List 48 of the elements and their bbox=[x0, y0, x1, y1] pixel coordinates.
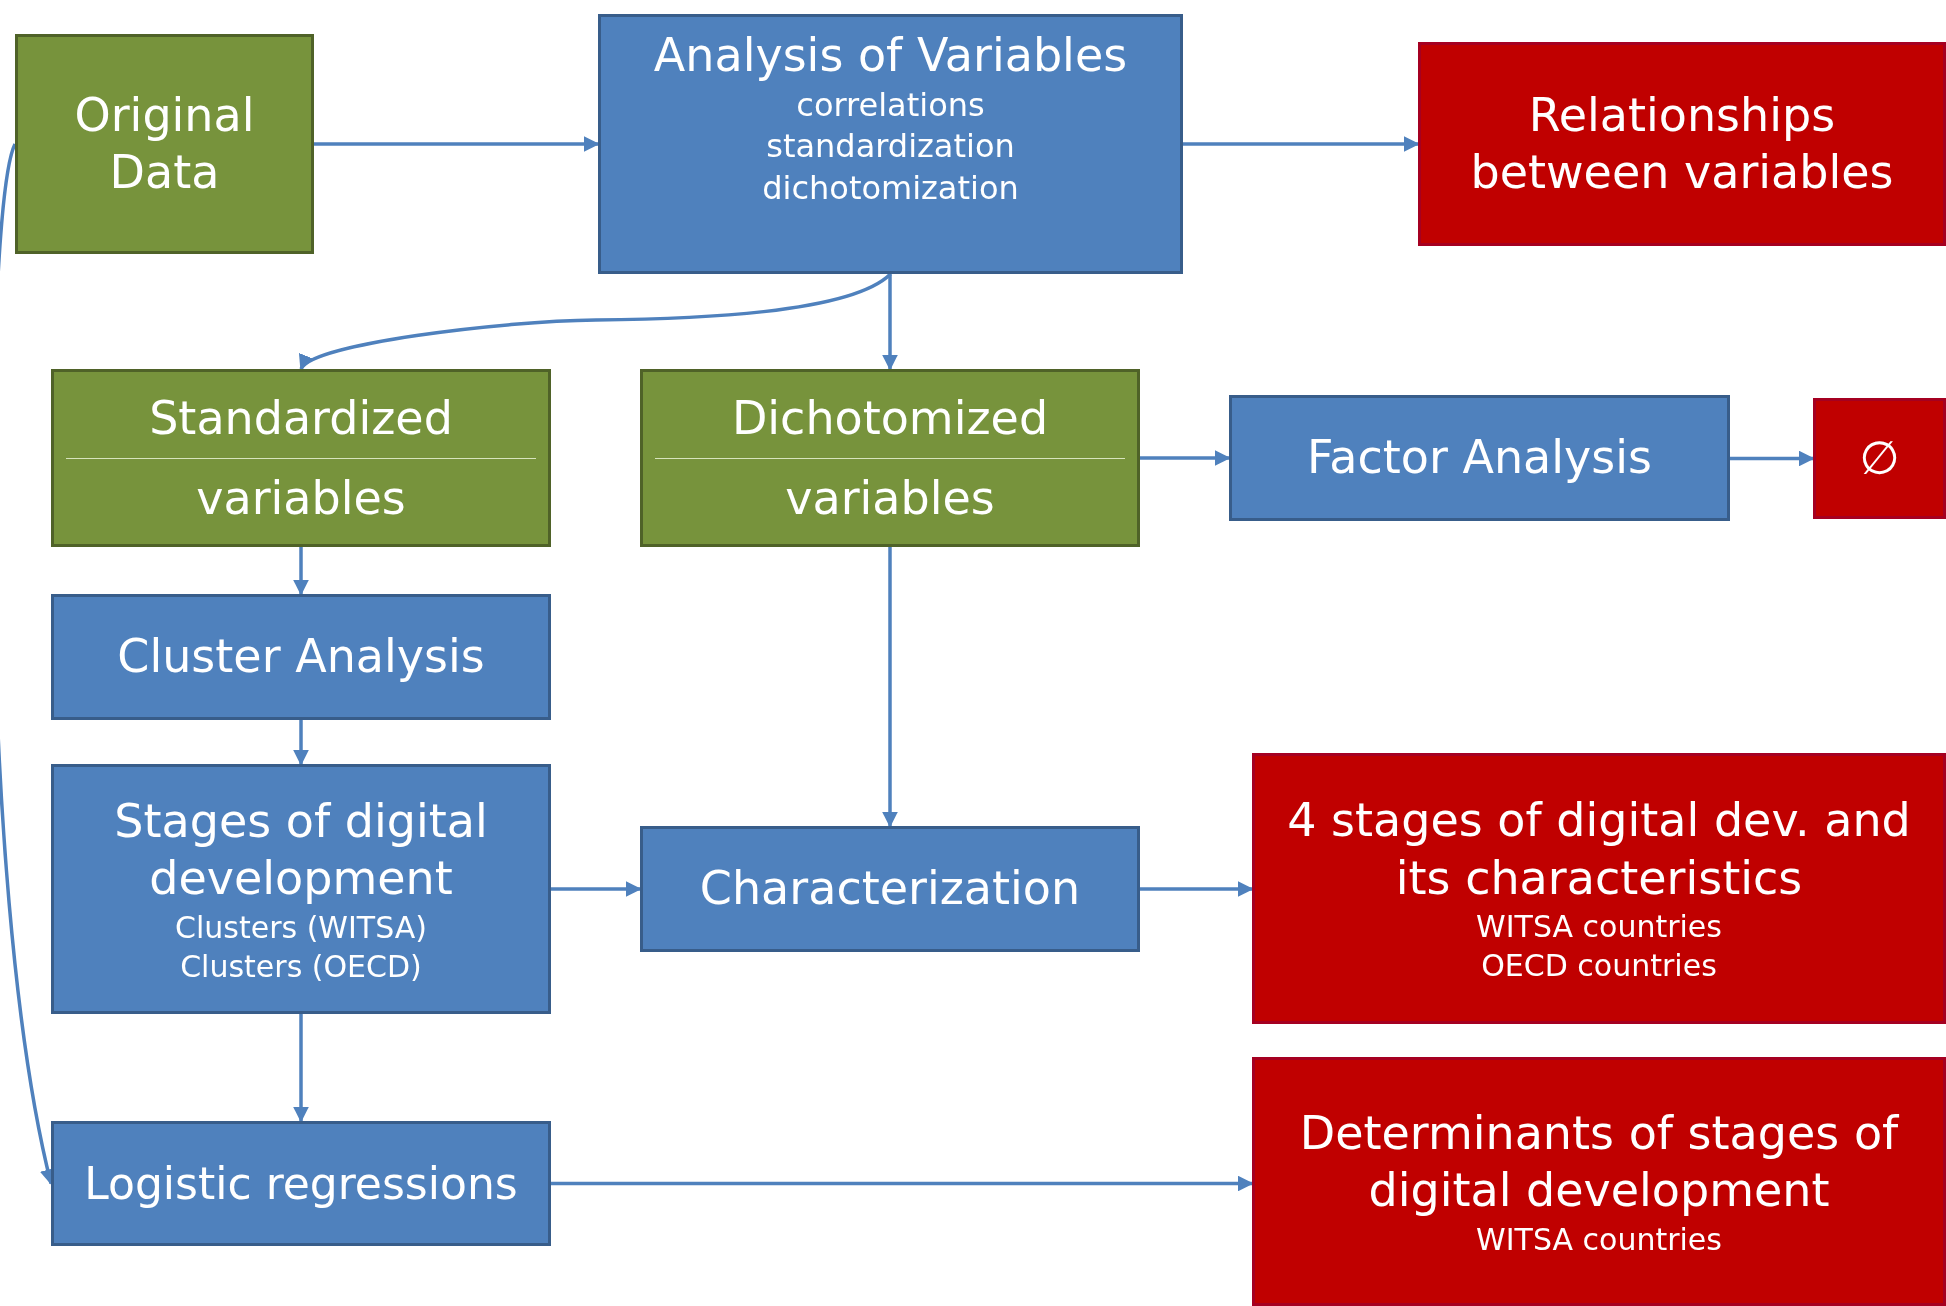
process-box bbox=[1813, 398, 1946, 519]
box-text: dichotomization bbox=[762, 167, 1019, 209]
arrow bbox=[293, 1014, 309, 1123]
box-text: standardization bbox=[766, 126, 1015, 168]
box-text: correlations bbox=[796, 84, 985, 126]
arrow bbox=[1730, 450, 1815, 467]
box-text: variables bbox=[196, 471, 406, 526]
process-box bbox=[1252, 753, 1946, 1024]
box-heading: Determinants of stages of digital development bbox=[1298, 1104, 1900, 1219]
box-text: variables bbox=[785, 471, 995, 526]
box-text: Clusters (OECD) bbox=[180, 947, 422, 986]
box-text: OECD countries bbox=[1481, 947, 1717, 985]
box-heading: 4 stages of digital dev. and its characteristics bbox=[1286, 792, 1912, 907]
box-heading: Factor Analysis bbox=[1307, 429, 1652, 487]
arrow bbox=[1183, 136, 1420, 152]
process-box bbox=[640, 826, 1140, 952]
arrow bbox=[882, 274, 898, 371]
box-heading: Standardized bbox=[149, 390, 453, 445]
process-box bbox=[1229, 395, 1730, 521]
box-heading: Relationships between variables bbox=[1469, 86, 1895, 201]
box-heading: Cluster Analysis bbox=[117, 628, 485, 686]
box-text: Clusters (WITSA) bbox=[175, 908, 427, 947]
arrow bbox=[293, 720, 309, 766]
box-heading: Analysis of Variables bbox=[653, 27, 1128, 84]
process-box bbox=[51, 369, 551, 547]
arrow bbox=[1140, 881, 1254, 897]
arrow bbox=[314, 136, 600, 152]
box-heading: Dichotomized bbox=[731, 390, 1049, 445]
box-text: WITSA countries bbox=[1476, 908, 1722, 946]
process-box bbox=[1418, 42, 1946, 246]
process-box bbox=[15, 34, 314, 254]
process-box bbox=[51, 594, 551, 720]
arrow bbox=[1140, 450, 1231, 466]
arrow bbox=[551, 1175, 1254, 1192]
process-box bbox=[1252, 1057, 1946, 1306]
box-heading: Characterization bbox=[699, 860, 1081, 918]
process-box bbox=[51, 1121, 551, 1246]
box-heading: Original Data bbox=[73, 86, 256, 201]
arrow bbox=[551, 881, 642, 897]
arrow bbox=[293, 547, 309, 596]
process-box bbox=[640, 369, 1140, 547]
process-box bbox=[51, 764, 551, 1014]
box-heading: Stages of digital development bbox=[113, 792, 489, 907]
process-box bbox=[598, 14, 1183, 274]
box-text: WITSA countries bbox=[1476, 1220, 1722, 1259]
arrow bbox=[882, 547, 898, 828]
box-heading: Logistic regressions bbox=[84, 1157, 518, 1211]
box-heading: ∅ bbox=[1859, 429, 1900, 487]
